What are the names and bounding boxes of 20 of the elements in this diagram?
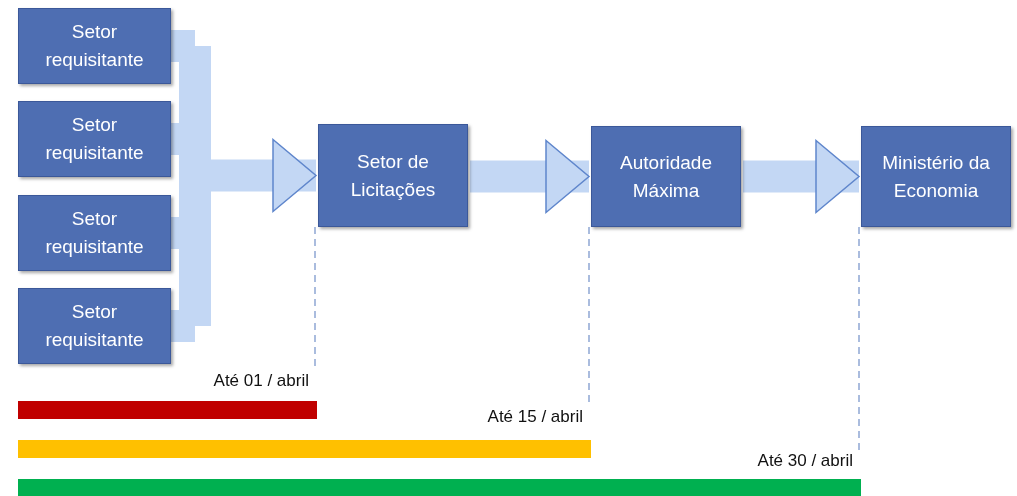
process-box [318,124,468,227]
box-label: Setor requisitante [44,207,145,259]
date-label: Até 15 / abril [487,406,583,428]
block-arrow [470,139,590,214]
date-label: Até 01 / abril [213,370,309,392]
process-box [18,195,171,271]
box-label: Ministério da Economia [881,150,991,203]
date-label: Até 30 / abril [757,450,853,472]
process-box [18,288,171,364]
process-box [18,8,171,84]
process-box [861,126,1011,227]
process-box [18,101,171,177]
box-label: Setor requisitante [44,20,145,72]
box-label: Autoridade Máxima [619,150,713,203]
box-label: Setor requisitante [44,300,145,352]
box-label: Setor de Licitações [349,149,437,202]
process-box [591,126,741,227]
dashed-line [858,226,860,451]
block-arrow [743,139,860,214]
box-label: Setor requisitante [44,113,145,165]
